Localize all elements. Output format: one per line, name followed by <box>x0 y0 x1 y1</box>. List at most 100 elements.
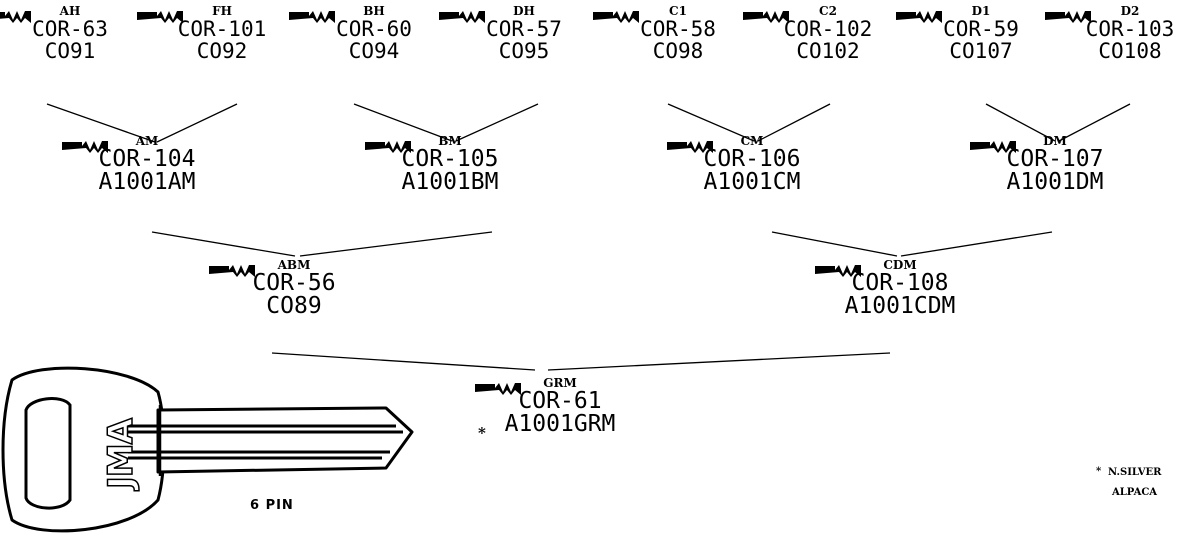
node-dm: DM COR-107 A1001DM <box>970 134 1140 194</box>
cor-number: COR-63 <box>32 17 108 41</box>
edge-d2-dm <box>1058 103 1131 142</box>
key-profile-icon <box>209 265 255 277</box>
node-d1: D1 COR-59 CO107 <box>896 4 1066 62</box>
profile-code: BM <box>438 134 462 148</box>
edge-cm-cdm <box>771 231 898 257</box>
key-profile-icon <box>743 11 789 23</box>
key-profile-icon <box>365 141 411 153</box>
key-profile-icon <box>815 265 861 277</box>
cor-number: COR-105 <box>401 146 499 172</box>
edge-cdm-grm <box>547 352 891 371</box>
key-profile-icon <box>289 11 335 23</box>
nickel-silver-marker: * <box>478 424 486 442</box>
co-number: CO91 <box>44 39 96 63</box>
node-dh: DH COR-57 CO95 <box>439 4 609 62</box>
key-bow-hole <box>24 397 72 510</box>
key-brand-logo: JMA <box>100 418 142 489</box>
co-number: CO108 <box>1098 39 1162 63</box>
co-number: CO89 <box>266 293 322 319</box>
co-number: CO92 <box>196 39 248 63</box>
profile-code: CM <box>740 134 764 148</box>
node-cm: CM COR-106 A1001CM <box>667 134 837 194</box>
profile-code: ABM <box>277 258 311 272</box>
key-profile-icon <box>970 141 1016 153</box>
cor-number: COR-106 <box>703 146 801 172</box>
a-number: A1001CDM <box>844 293 956 319</box>
co-number: CO98 <box>652 39 704 63</box>
cor-number: COR-102 <box>783 17 873 41</box>
key-profile-icon <box>137 11 183 23</box>
pin-count-label: 6 PIN <box>250 498 294 513</box>
profile-code: AM <box>135 134 159 148</box>
node-fh: FH COR-101 CO92 <box>137 4 307 62</box>
cor-number: COR-103 <box>1085 17 1175 41</box>
profile-code: BH <box>363 4 385 18</box>
key-profile-icon <box>896 11 942 23</box>
key-profile-icon <box>439 11 485 23</box>
edge-ah-am <box>46 103 156 143</box>
profile-code: D1 <box>971 4 991 18</box>
co-number: CO95 <box>498 39 550 63</box>
legend-marker: * <box>1096 466 1102 477</box>
cor-number: COR-58 <box>640 17 716 41</box>
profile-code: AH <box>59 4 81 18</box>
a-number: A1001BM <box>401 169 499 195</box>
co-number: CO94 <box>348 39 400 63</box>
cor-number: COR-57 <box>486 17 562 41</box>
node-c2: C2 COR-102 CO102 <box>743 4 913 62</box>
edge-c1-cm <box>667 103 755 142</box>
key-profile-icon <box>667 141 713 153</box>
a-number: A1001DM <box>1006 169 1104 195</box>
node-cdm: CDM COR-108 A1001CDM <box>815 258 985 318</box>
profile-code: C2 <box>819 4 837 18</box>
cor-number: COR-61 <box>518 388 602 414</box>
edge-am-abm <box>151 231 296 257</box>
node-abm: ABM COR-56 CO89 <box>209 258 379 318</box>
profile-code: FH <box>212 4 232 18</box>
key-profile-icon <box>475 383 521 395</box>
cor-number: COR-104 <box>98 146 196 172</box>
legend-line-1: N.SILVER <box>1108 467 1162 478</box>
edge-dm-cdm <box>900 231 1053 257</box>
edge-c2-cm <box>757 103 831 142</box>
node-am: AM COR-104 A1001AM <box>62 134 232 194</box>
key-profile-icon <box>62 141 108 153</box>
cor-number: COR-59 <box>943 17 1019 41</box>
edge-dh-bm <box>455 103 539 142</box>
profile-code: D2 <box>1120 4 1140 18</box>
edge-abm-grm <box>271 352 536 371</box>
node-bh: BH COR-60 CO94 <box>289 4 459 62</box>
profile-code: GRM <box>543 376 577 390</box>
key-blade <box>156 406 414 474</box>
cor-number: COR-101 <box>177 17 267 41</box>
edge-fh-am <box>156 103 238 143</box>
legend-line-2: ALPACA <box>1112 487 1158 498</box>
profile-code: DH <box>513 4 535 18</box>
cor-number: COR-108 <box>851 270 949 296</box>
profile-code: C1 <box>669 4 687 18</box>
a-number: A1001GRM <box>504 411 616 437</box>
node-grm: GRM COR-61 A1001GRM <box>475 376 645 436</box>
key-profile-icon <box>1045 11 1091 23</box>
profile-code: DM <box>1043 134 1067 148</box>
co-number: CO107 <box>949 39 1013 63</box>
edge-bm-abm <box>299 231 493 257</box>
key-profile-icon <box>0 11 31 23</box>
cor-number: COR-107 <box>1006 146 1104 172</box>
co-number: CO102 <box>796 39 860 63</box>
edge-d1-dm <box>985 103 1056 142</box>
node-ah: AH COR-63 CO91 <box>0 4 155 62</box>
cor-number: COR-56 <box>252 270 336 296</box>
node-d2: D2 COR-103 CO108 <box>1045 4 1193 62</box>
edge-bh-bm <box>353 103 453 142</box>
a-number: A1001CM <box>703 169 801 195</box>
cor-number: COR-60 <box>336 17 412 41</box>
profile-code: CDM <box>883 258 917 272</box>
node-bm: BM COR-105 A1001BM <box>365 134 535 194</box>
node-c1: C1 COR-58 CO98 <box>593 4 763 62</box>
a-number: A1001AM <box>98 169 196 195</box>
key-profile-icon <box>593 11 639 23</box>
